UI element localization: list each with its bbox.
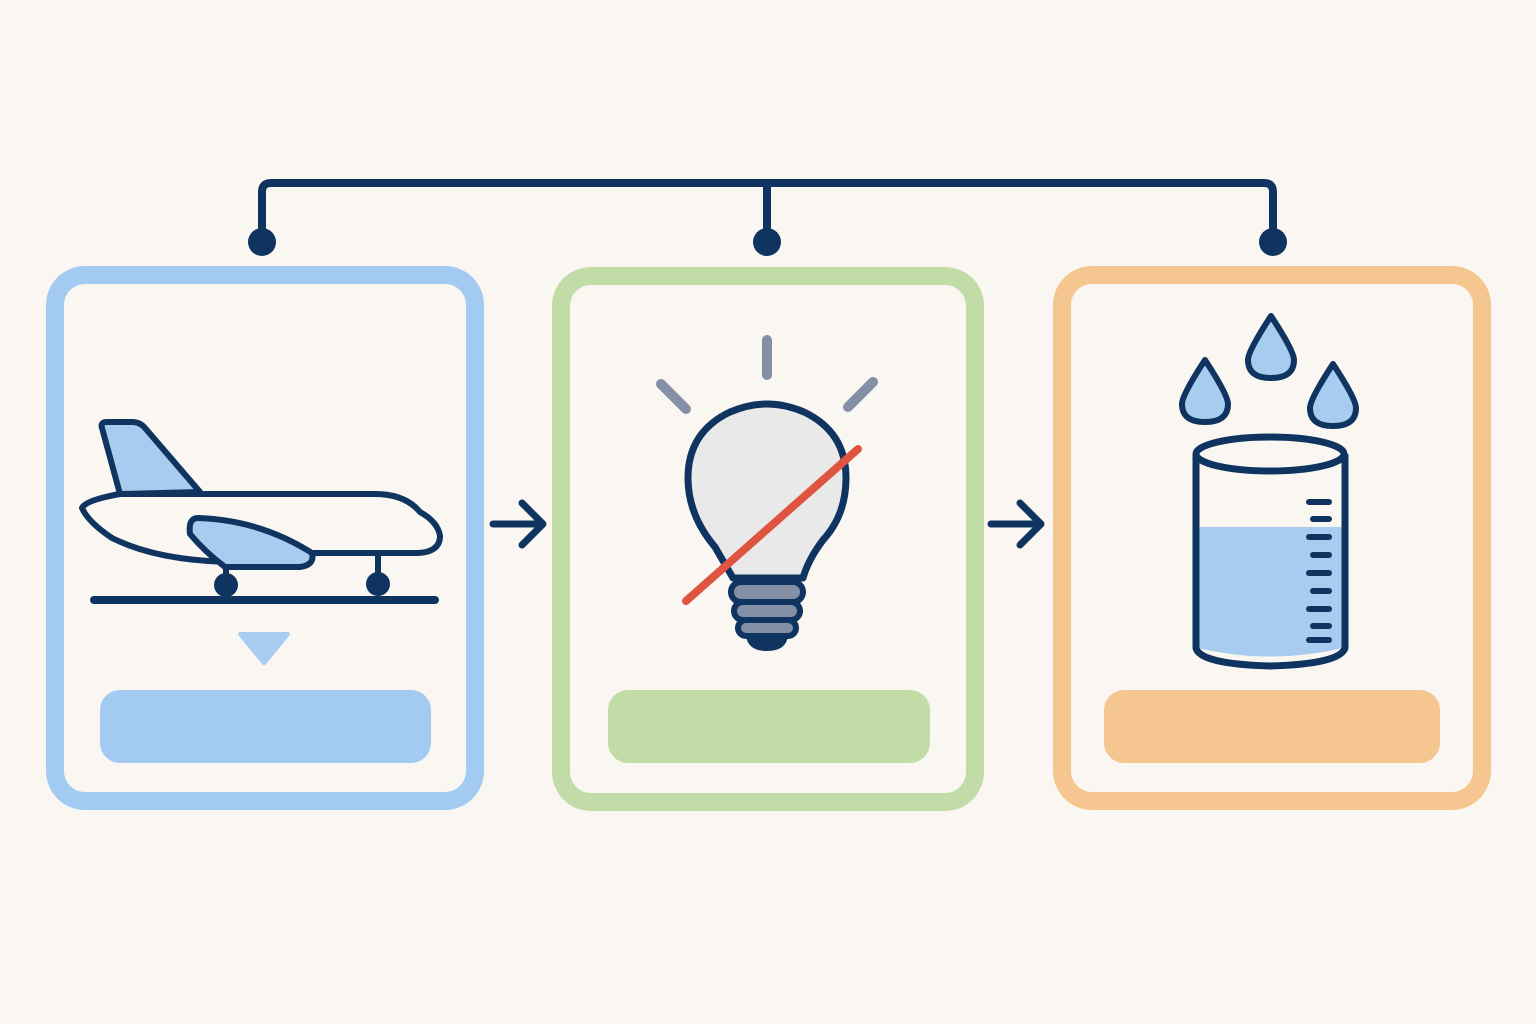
arrow-right-icon	[489, 499, 547, 549]
top-bracket-connector	[248, 179, 1287, 256]
light-rays	[656, 335, 878, 414]
water-drop-icon	[1245, 313, 1297, 381]
airplane-icon	[79, 419, 443, 604]
label-bar-orange	[1104, 690, 1440, 763]
down-triangle-icon	[238, 632, 290, 666]
water-drops	[1179, 313, 1359, 429]
panel-airplane	[46, 266, 484, 810]
label-bar-green	[608, 690, 930, 763]
bracket-node-center	[753, 228, 781, 256]
bracket-node-right	[1259, 228, 1287, 256]
label-bar-blue	[100, 690, 431, 763]
panel-lightbulb-off	[552, 267, 984, 811]
bracket-node-left	[248, 228, 276, 256]
strike-through-line	[682, 445, 862, 605]
airplane-wheel-front	[214, 573, 238, 597]
water-drop-icon	[1307, 361, 1359, 429]
beaker-water-icon	[1192, 433, 1349, 670]
lightbulb-off-icon	[682, 400, 862, 651]
panel-beaker-water	[1053, 266, 1491, 810]
arrow-right-icon	[987, 499, 1045, 549]
water-drop-icon	[1179, 357, 1231, 425]
airplane-wheel-rear	[366, 572, 390, 596]
